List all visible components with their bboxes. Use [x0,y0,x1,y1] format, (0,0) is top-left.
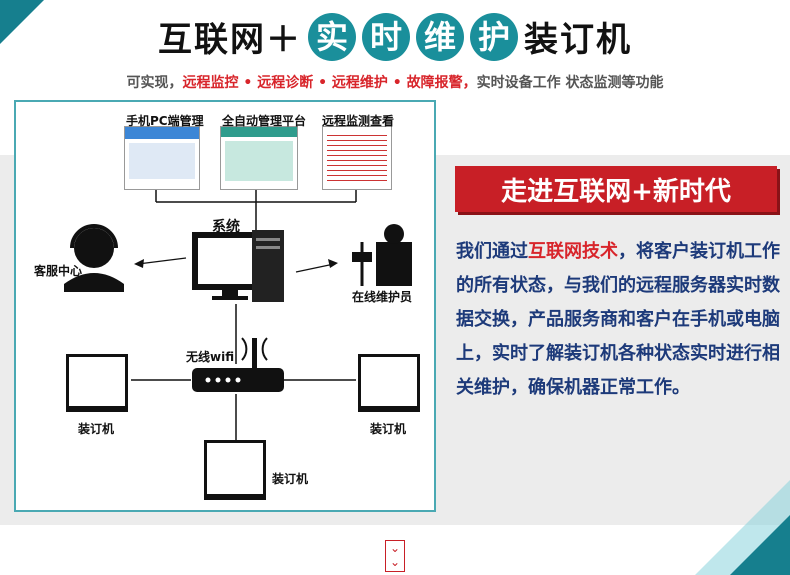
network-diagram: 手机PC端管理 全自动管理平台 远程监测查看 系统 客服中心 在线维护员 无线w… [14,100,436,512]
machine-label-bottom: 装订机 [272,472,309,486]
wifi-label: 无线wifi [186,350,235,364]
corner-decoration [730,515,790,575]
binding-machine-left [66,354,128,412]
title-circle: 时 [362,12,410,61]
subtitle: 可实现，远程监控 • 远程诊断 • 远程维护 • 故障报警，实时设备工作 状态监… [0,72,790,92]
pc-management-label: 手机PC端管理 [126,114,204,128]
maintainer-label: 在线维护员 [352,290,413,304]
system-label: 系统 [212,219,240,235]
title-suffix: 装订机 [524,20,632,60]
title-circle: 护 [470,12,518,61]
subtitle-lead: 可实现， [126,75,183,91]
diagram-lines [64,190,412,440]
pc-management-screen [124,126,200,190]
title-circle: 实 [308,12,356,61]
para-highlight: 互联网技术 [528,241,618,262]
service-center-label: 客服中心 [34,264,83,278]
title-prefix: 互联网＋ [158,20,302,60]
corner-decoration [0,0,44,44]
title-circle: 维 [416,12,464,61]
panel-heading: 走进互联网+新时代 [455,166,777,212]
panel-paragraph: 我们通过互联网技术，将客户装订机工作的所有状态，与我们的远程服务器实时数据交换，… [456,235,781,405]
binding-machine-right [358,354,420,412]
binding-machine-bottom [204,440,266,500]
scroll-down-icon: ⌄⌄ [385,540,405,572]
machine-label-right: 装订机 [370,422,407,436]
remote-monitor-screen [322,126,392,190]
machine-label-left: 装订机 [78,422,115,436]
page-title: 互联网＋ 实 时 维 护 装订机 [0,12,790,61]
remote-monitor-label: 远程监测查看 [322,114,395,128]
auto-platform-screen [220,126,298,190]
para-lead: 我们通过 [456,241,528,262]
para-rest: ，将客户装订机工作的所有状态，与我们的远程服务器实时数据交换，产品服务商和客户在… [456,241,780,398]
subtitle-highlight: 远程监控 • 远程诊断 • 远程维护 • 故障报警， [182,75,477,91]
subtitle-tail: 实时设备工作 状态监测等功能 [476,75,664,91]
auto-platform-label: 全自动管理平台 [222,114,307,128]
